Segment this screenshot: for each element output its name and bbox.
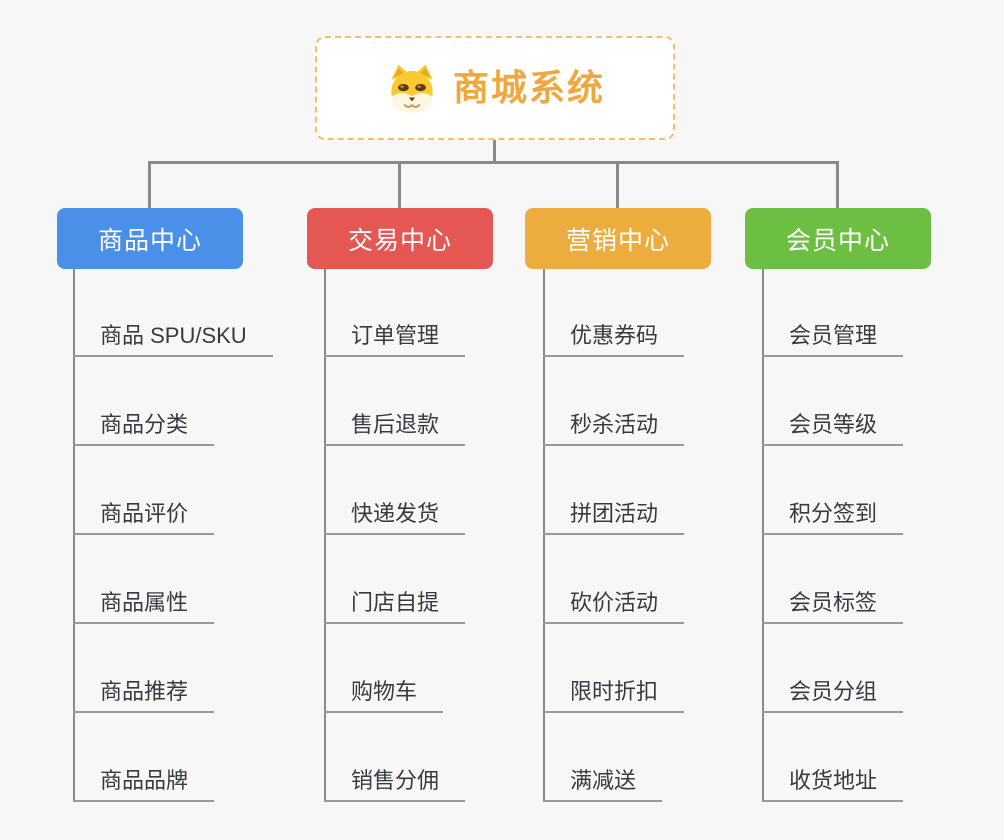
leaf-topic[interactable]: 秒杀活动 bbox=[543, 412, 685, 446]
leaf-topic[interactable]: 会员分组 bbox=[762, 679, 904, 713]
leaf-topic[interactable]: 限时折扣 bbox=[543, 679, 685, 713]
leaf-topic[interactable]: 售后退款 bbox=[324, 412, 466, 446]
leaf-topic[interactable]: 优惠券码 bbox=[543, 323, 685, 357]
leaf-topic[interactable]: 拼团活动 bbox=[543, 501, 685, 535]
leaf-topic[interactable]: 商品分类 bbox=[73, 412, 215, 446]
branch-topic[interactable]: 会员中心 bbox=[745, 208, 931, 269]
leaf-topic[interactable]: 商品推荐 bbox=[73, 679, 215, 713]
branch-topic[interactable]: 营销中心 bbox=[525, 208, 711, 269]
leaf-topic[interactable]: 商品属性 bbox=[73, 590, 215, 624]
leaf-topic[interactable]: 订单管理 bbox=[324, 323, 466, 357]
leaf-topic[interactable]: 会员标签 bbox=[762, 590, 904, 624]
connector-line bbox=[148, 161, 151, 208]
leaf-topic[interactable]: 快递发货 bbox=[324, 501, 466, 535]
connector-line bbox=[73, 269, 75, 802]
leaf-topic[interactable]: 门店自提 bbox=[324, 590, 466, 624]
connector-line bbox=[762, 269, 764, 802]
connector-line bbox=[836, 161, 839, 208]
connector-line bbox=[398, 161, 401, 208]
leaf-topic[interactable]: 商品品牌 bbox=[73, 768, 215, 802]
leaf-topic[interactable]: 商品评价 bbox=[73, 501, 215, 535]
leaf-topic[interactable]: 满减送 bbox=[543, 768, 663, 802]
shiba-dog-icon bbox=[391, 64, 433, 113]
branch-topic[interactable]: 商品中心 bbox=[57, 208, 243, 269]
connector-line bbox=[493, 140, 496, 163]
leaf-topic[interactable]: 商品 SPU/SKU bbox=[73, 323, 273, 357]
leaf-topic[interactable]: 销售分佣 bbox=[324, 768, 466, 802]
connector-line bbox=[543, 269, 545, 802]
leaf-topic[interactable]: 会员管理 bbox=[762, 323, 904, 357]
leaf-topic[interactable]: 砍价活动 bbox=[543, 590, 685, 624]
leaf-topic[interactable]: 购物车 bbox=[324, 679, 444, 713]
root-topic-title: 商城系统 bbox=[452, 67, 605, 108]
root-topic[interactable]: 商城系统 bbox=[315, 36, 675, 140]
connector-line bbox=[148, 161, 839, 164]
leaf-topic[interactable]: 积分签到 bbox=[762, 501, 904, 535]
connector-line bbox=[324, 269, 326, 802]
branch-topic[interactable]: 交易中心 bbox=[307, 208, 493, 269]
leaf-topic[interactable]: 会员等级 bbox=[762, 412, 904, 446]
leaf-topic[interactable]: 收货地址 bbox=[762, 768, 904, 802]
connector-line bbox=[616, 161, 619, 208]
